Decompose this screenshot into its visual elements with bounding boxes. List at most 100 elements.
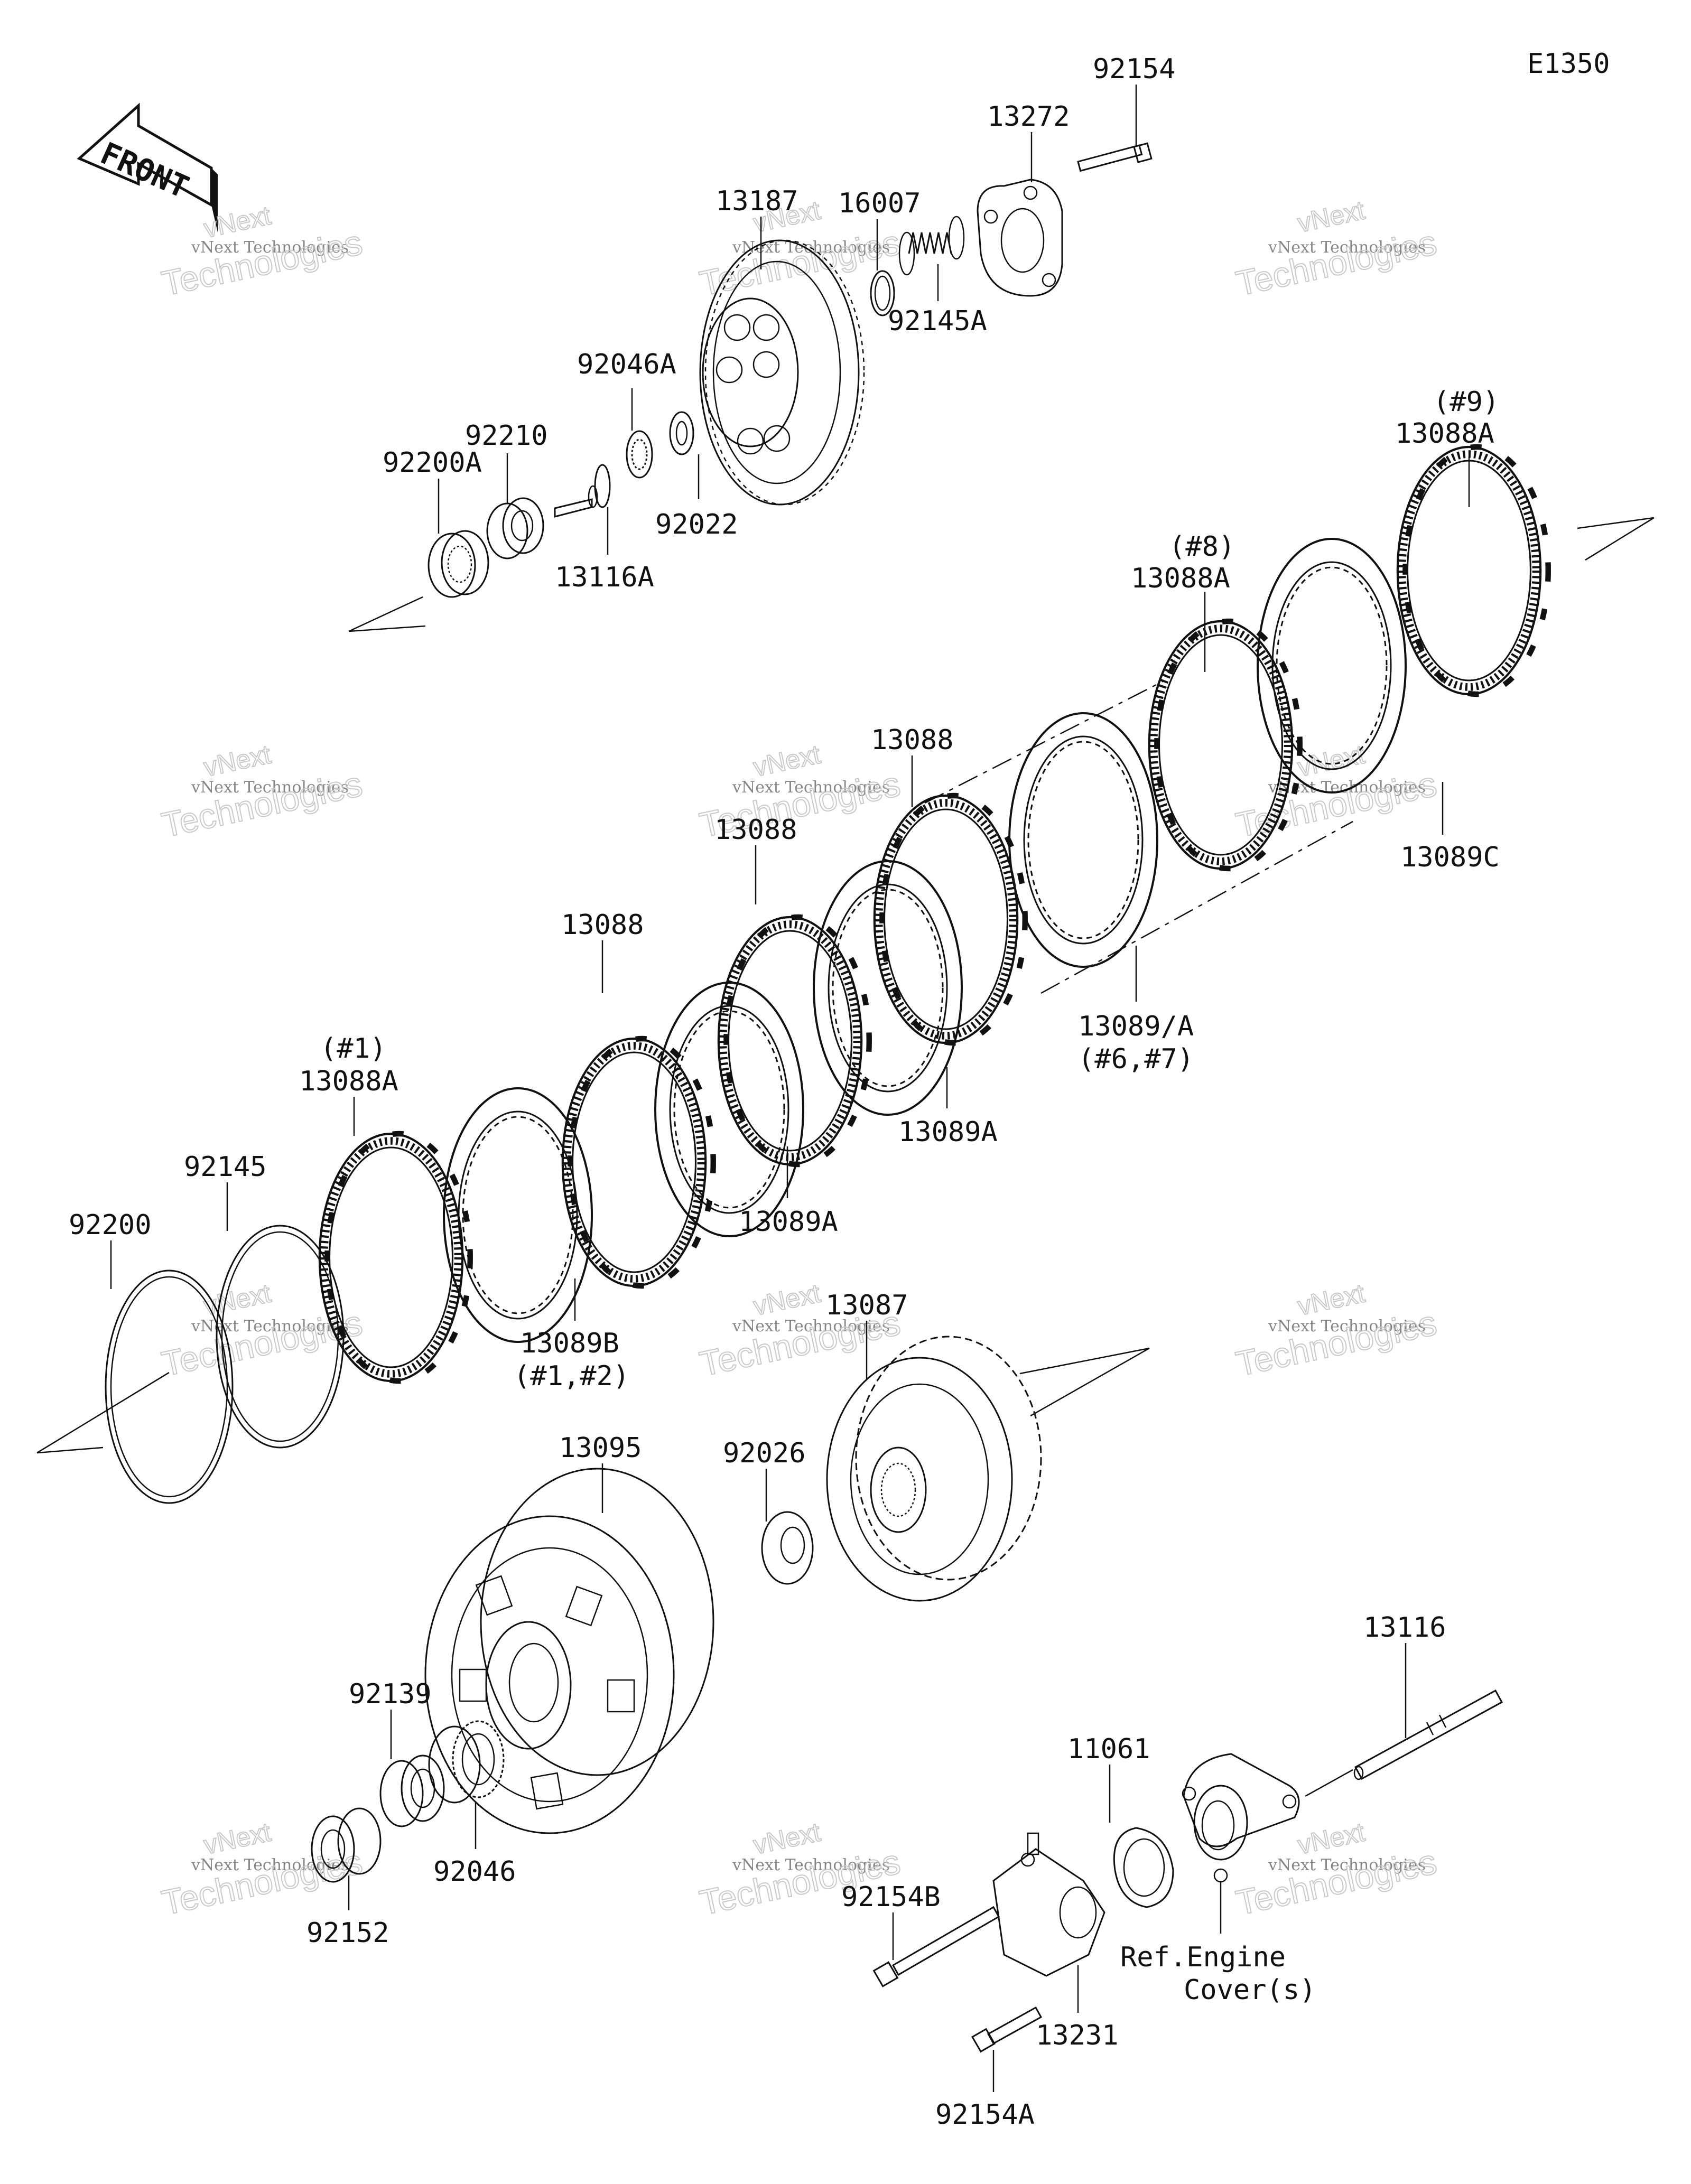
watermark-mid-left: vNext vNext Technologies Technologies bbox=[158, 739, 366, 845]
part-92200-ring[interactable] bbox=[105, 1270, 234, 1504]
part-92154-bolt[interactable] bbox=[1077, 142, 1153, 172]
part-92154B-bolt[interactable] bbox=[872, 1906, 1000, 1987]
part-13187-pressure-plate[interactable] bbox=[699, 239, 865, 506]
label-13088-1[interactable]: 13088 bbox=[561, 909, 644, 941]
label-92154B[interactable]: 92154B bbox=[841, 1881, 941, 1913]
part-92200A-washer[interactable] bbox=[428, 530, 489, 598]
svg-text:Technologies: Technologies bbox=[1233, 1303, 1440, 1383]
label-tag-1[interactable]: (#1) bbox=[320, 1033, 386, 1065]
part-13088A-9-friction-plate[interactable] bbox=[1398, 447, 1548, 694]
svg-text:vNext: vNext bbox=[751, 1278, 823, 1321]
axis-line bbox=[1577, 517, 1655, 529]
label-92154A[interactable]: 92154A bbox=[935, 2099, 1035, 2131]
label-13116[interactable]: 13116 bbox=[1363, 1612, 1446, 1644]
label-13089A-lower[interactable]: 13089A bbox=[739, 1206, 838, 1238]
label-13088-3[interactable]: 13088 bbox=[871, 724, 954, 756]
watermark-top-left: vNext vNext Technologies Technologies bbox=[158, 200, 366, 303]
label-92145[interactable]: 92145 bbox=[184, 1151, 267, 1183]
svg-text:vNext: vNext bbox=[201, 1817, 274, 1860]
svg-text:Technologies: Technologies bbox=[1233, 1842, 1440, 1922]
svg-text:Technologies: Technologies bbox=[1233, 222, 1440, 303]
front-arrow-icon: FRONT bbox=[77, 102, 218, 232]
label-13272[interactable]: 13272 bbox=[987, 101, 1070, 133]
axis-line bbox=[1305, 1769, 1353, 1797]
label-92200[interactable]: 92200 bbox=[69, 1209, 152, 1241]
label-13231[interactable]: 13231 bbox=[1036, 2020, 1119, 2051]
label-13087[interactable]: 13087 bbox=[825, 1290, 908, 1321]
label-92152[interactable]: 92152 bbox=[306, 1917, 389, 1949]
label-92046[interactable]: 92046 bbox=[433, 1856, 516, 1888]
svg-text:vNext: vNext bbox=[1295, 1278, 1368, 1321]
label-tag-8[interactable]: (#8) bbox=[1169, 531, 1235, 563]
part-13095-clutch-housing[interactable] bbox=[424, 1468, 714, 1834]
label-92210[interactable]: 92210 bbox=[465, 420, 548, 452]
label-tag-9[interactable]: (#9) bbox=[1433, 386, 1499, 418]
label-92022[interactable]: 92022 bbox=[655, 509, 738, 540]
svg-text:vNext Technologies: vNext Technologies bbox=[732, 778, 890, 797]
label-13095[interactable]: 13095 bbox=[559, 1432, 642, 1464]
part-13272-cover[interactable] bbox=[977, 179, 1063, 297]
part-92022-washer[interactable] bbox=[669, 411, 694, 455]
label-13089B[interactable]: 13089B bbox=[520, 1328, 619, 1359]
part-16007-ring[interactable] bbox=[870, 270, 895, 316]
label-tag-6-7[interactable]: (#6,#7) bbox=[1078, 1043, 1194, 1075]
part-92026-washer[interactable] bbox=[761, 1511, 814, 1585]
label-13088-2[interactable]: 13088 bbox=[714, 814, 797, 846]
part-13087-clutch-hub[interactable] bbox=[826, 1336, 1042, 1602]
label-13116A[interactable]: 13116A bbox=[555, 562, 654, 593]
part-92139-sleeve[interactable] bbox=[379, 1754, 445, 1827]
svg-text:vNext: vNext bbox=[201, 739, 274, 782]
svg-text:Technologies: Technologies bbox=[159, 764, 366, 844]
watermark-top-right: vNext vNext Technologies Technologies bbox=[1232, 194, 1441, 303]
part-13089A-steel-plate-upper[interactable] bbox=[814, 861, 962, 1115]
label-tag-1-2[interactable]: (#1,#2) bbox=[514, 1360, 629, 1392]
part-13088-friction-plate-2[interactable] bbox=[719, 917, 869, 1164]
label-11061[interactable]: 11061 bbox=[1067, 1733, 1150, 1765]
part-92152-collar[interactable] bbox=[311, 1807, 382, 1883]
part-11061-gasket[interactable] bbox=[1113, 1827, 1174, 1908]
label-13088A-1[interactable]: 13088A bbox=[299, 1066, 398, 1097]
svg-text:vNext: vNext bbox=[751, 739, 823, 782]
svg-text:vNext Technologies: vNext Technologies bbox=[1268, 238, 1426, 257]
svg-text:vNext Technologies: vNext Technologies bbox=[732, 1317, 890, 1336]
label-16007[interactable]: 16007 bbox=[838, 188, 921, 219]
watermark-low-right: vNext vNext Technologies Technologies bbox=[1232, 1277, 1441, 1384]
alignment-line bbox=[924, 680, 1163, 804]
label-92026[interactable]: 92026 bbox=[723, 1438, 806, 1469]
part-13116A-pushrod[interactable] bbox=[554, 464, 611, 518]
label-13088A-8[interactable]: 13088A bbox=[1131, 563, 1230, 594]
label-92046A[interactable]: 92046A bbox=[577, 349, 676, 380]
watermark-bottom-right: vNext vNext Technologies Technologies bbox=[1232, 1816, 1441, 1922]
part-92145-ring[interactable] bbox=[216, 1225, 345, 1449]
label-13088A-9[interactable]: 13088A bbox=[1395, 418, 1494, 450]
label-13089C[interactable]: 13089C bbox=[1400, 842, 1500, 873]
label-92139[interactable]: 92139 bbox=[349, 1678, 432, 1710]
label-92200A[interactable]: 92200A bbox=[383, 447, 482, 479]
label-ref-cover[interactable]: Cover(s) bbox=[1184, 1974, 1316, 2006]
alignment-line bbox=[1040, 820, 1353, 994]
label-ref-engine[interactable]: Ref.Engine bbox=[1120, 1942, 1286, 1973]
part-13089A-6-7-steel-plate[interactable] bbox=[1009, 713, 1157, 967]
label-92154[interactable]: 92154 bbox=[1093, 53, 1176, 85]
svg-text:vNext Technologies: vNext Technologies bbox=[191, 778, 349, 797]
axis-line bbox=[348, 596, 423, 632]
svg-text:vNext: vNext bbox=[1295, 1817, 1368, 1860]
svg-text:vNext Technologies: vNext Technologies bbox=[191, 238, 349, 257]
svg-text:vNext: vNext bbox=[751, 1817, 823, 1860]
axis-line bbox=[1585, 517, 1655, 561]
part-13231-release-lever[interactable] bbox=[992, 1832, 1105, 1977]
label-13187[interactable]: 13187 bbox=[716, 185, 798, 217]
label-13089A-upper[interactable]: 13089A bbox=[898, 1116, 998, 1148]
part-13116-rod[interactable] bbox=[1353, 1689, 1503, 1780]
part-92210-nut[interactable] bbox=[486, 497, 544, 559]
part-92046A-bearing[interactable] bbox=[626, 430, 653, 479]
label-92145A[interactable]: 92145A bbox=[888, 305, 987, 337]
part-92046-needle-bearing[interactable] bbox=[428, 1720, 505, 1804]
label-13089A-slash[interactable]: 13089/A bbox=[1078, 1011, 1194, 1042]
svg-text:vNext Technologies: vNext Technologies bbox=[732, 1856, 890, 1874]
svg-text:vNext Technologies: vNext Technologies bbox=[1268, 1856, 1426, 1874]
part-92154A-bolt[interactable] bbox=[971, 2006, 1043, 2053]
watermark-bottom-left: vNext vNext Technologies Technologies bbox=[158, 1816, 366, 1922]
part-92145A-spring[interactable] bbox=[898, 216, 965, 276]
